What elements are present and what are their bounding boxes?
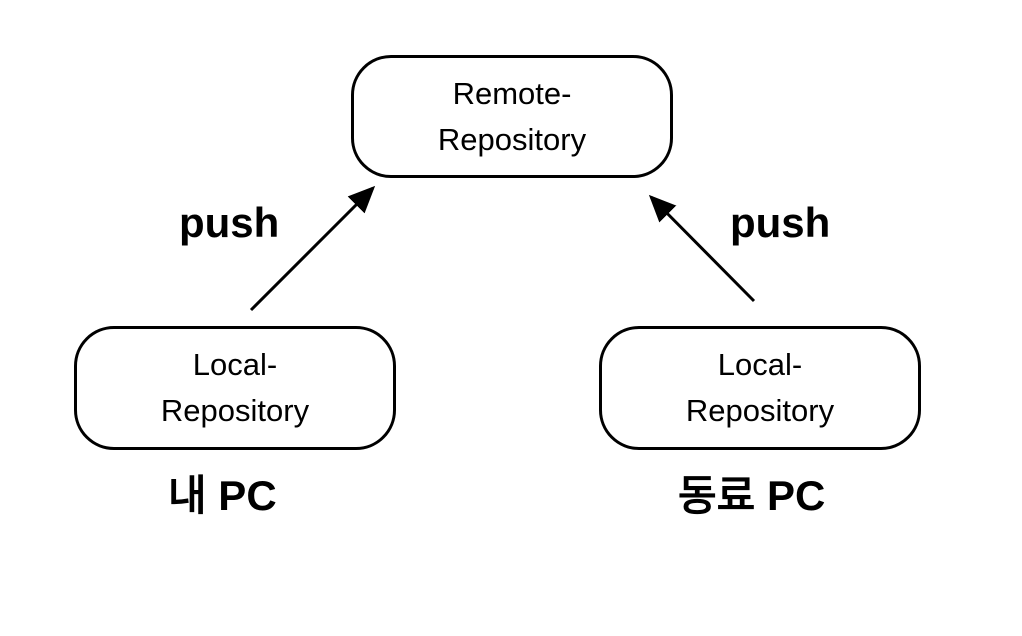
local-repository-node-left: Local- Repository bbox=[74, 326, 396, 450]
local-repository-right-line1: Local- bbox=[717, 347, 803, 382]
remote-repository-line1: Remote- bbox=[452, 75, 572, 111]
push-arrow-right bbox=[648, 194, 756, 303]
colleague-pc-caption: 동료 PC bbox=[678, 472, 826, 519]
push-label-left: push bbox=[179, 199, 280, 246]
remote-repository-node: Remote- Repository bbox=[351, 55, 673, 178]
my-pc-caption: 내 PC bbox=[168, 472, 277, 519]
local-repository-node-right: Local- Repository bbox=[599, 326, 921, 450]
local-repository-left-line1: Local- bbox=[192, 347, 278, 382]
push-label-right: push bbox=[730, 199, 831, 246]
remote-repository-line2: Repository bbox=[437, 121, 587, 157]
push-arrow-left bbox=[249, 185, 376, 312]
local-repository-right-line2: Repository bbox=[685, 393, 835, 428]
local-repository-left-line2: Repository bbox=[160, 393, 310, 428]
